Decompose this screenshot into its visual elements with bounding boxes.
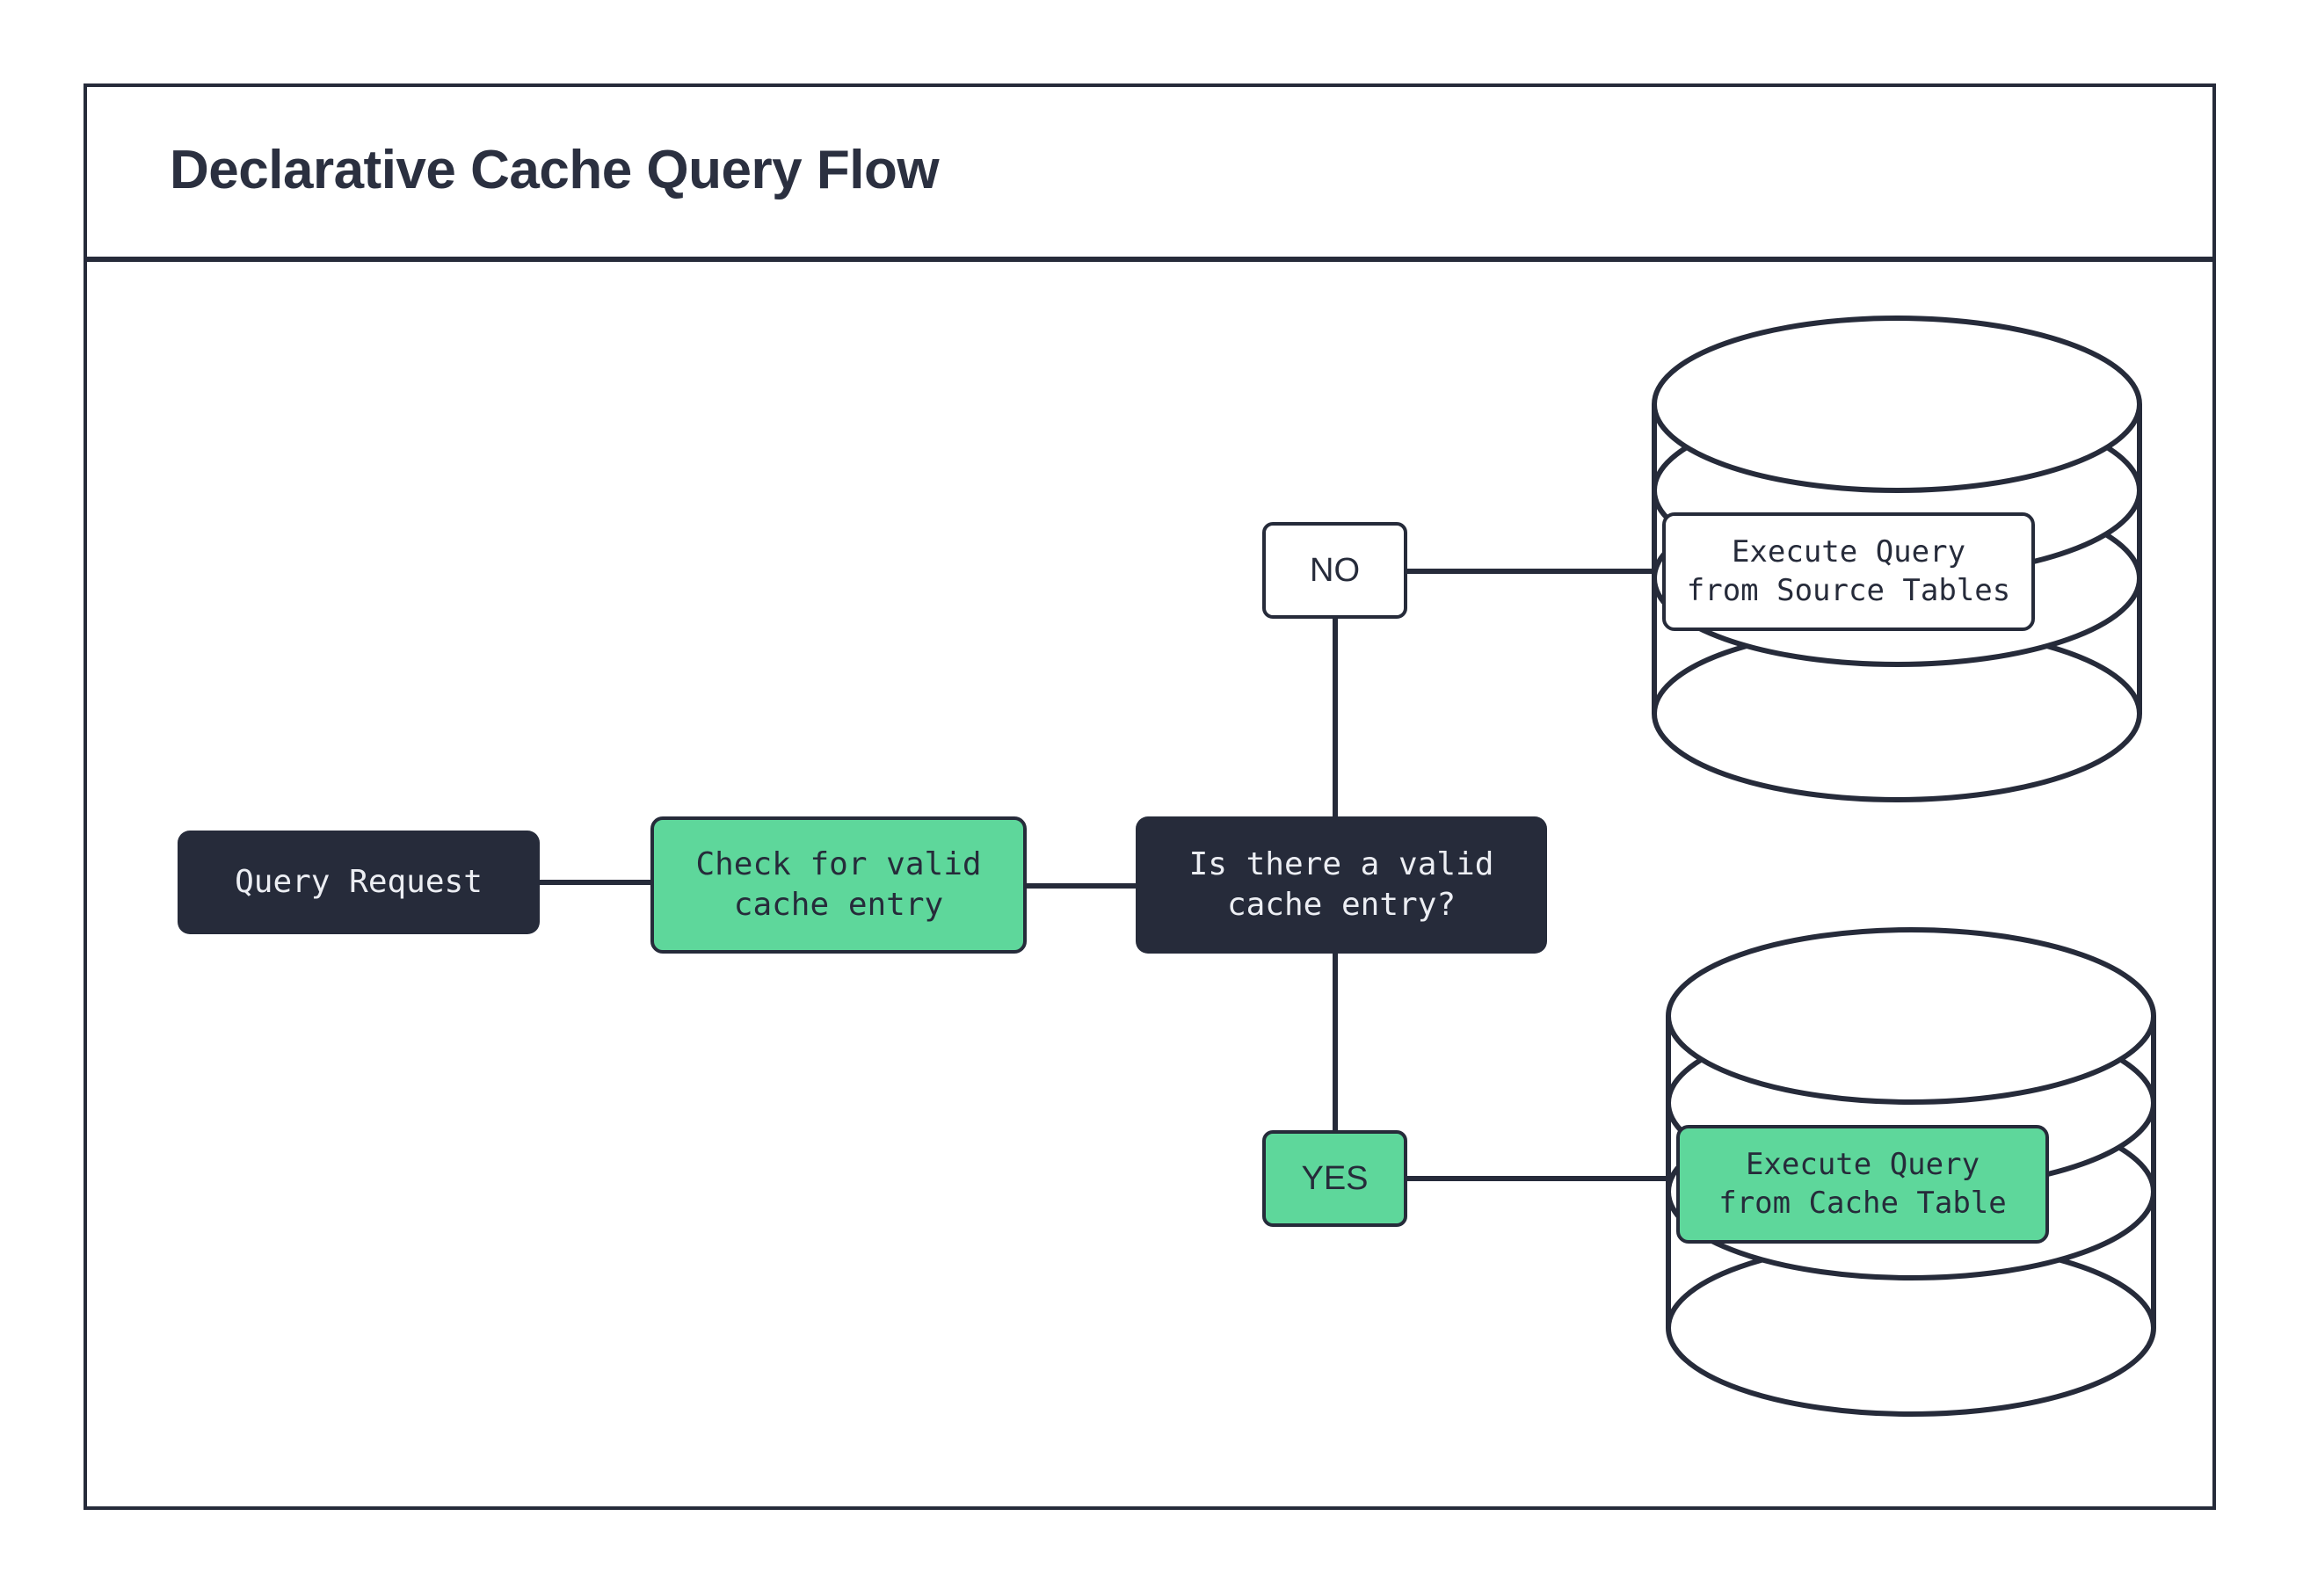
node-decision-valid-cache-entry[interactable]: Is there a valid cache entry? <box>1136 816 1547 954</box>
edge-label-no[interactable]: NO <box>1262 522 1407 619</box>
node-check-for-valid-cache-entry[interactable]: Check for valid cache entry <box>650 816 1027 954</box>
node-execute-query-from-source-tables[interactable]: Execute Query from Source Tables <box>1662 512 2035 631</box>
page-title: Declarative Cache Query Flow <box>170 140 940 200</box>
node-query-request[interactable]: Query Request <box>178 831 540 934</box>
node-execute-query-from-cache-table[interactable]: Execute Query from Cache Table <box>1676 1125 2049 1244</box>
edge-label-yes[interactable]: YES <box>1262 1130 1407 1227</box>
title-bar: Declarative Cache Query Flow <box>84 83 2216 262</box>
diagram-frame <box>84 83 2216 1510</box>
